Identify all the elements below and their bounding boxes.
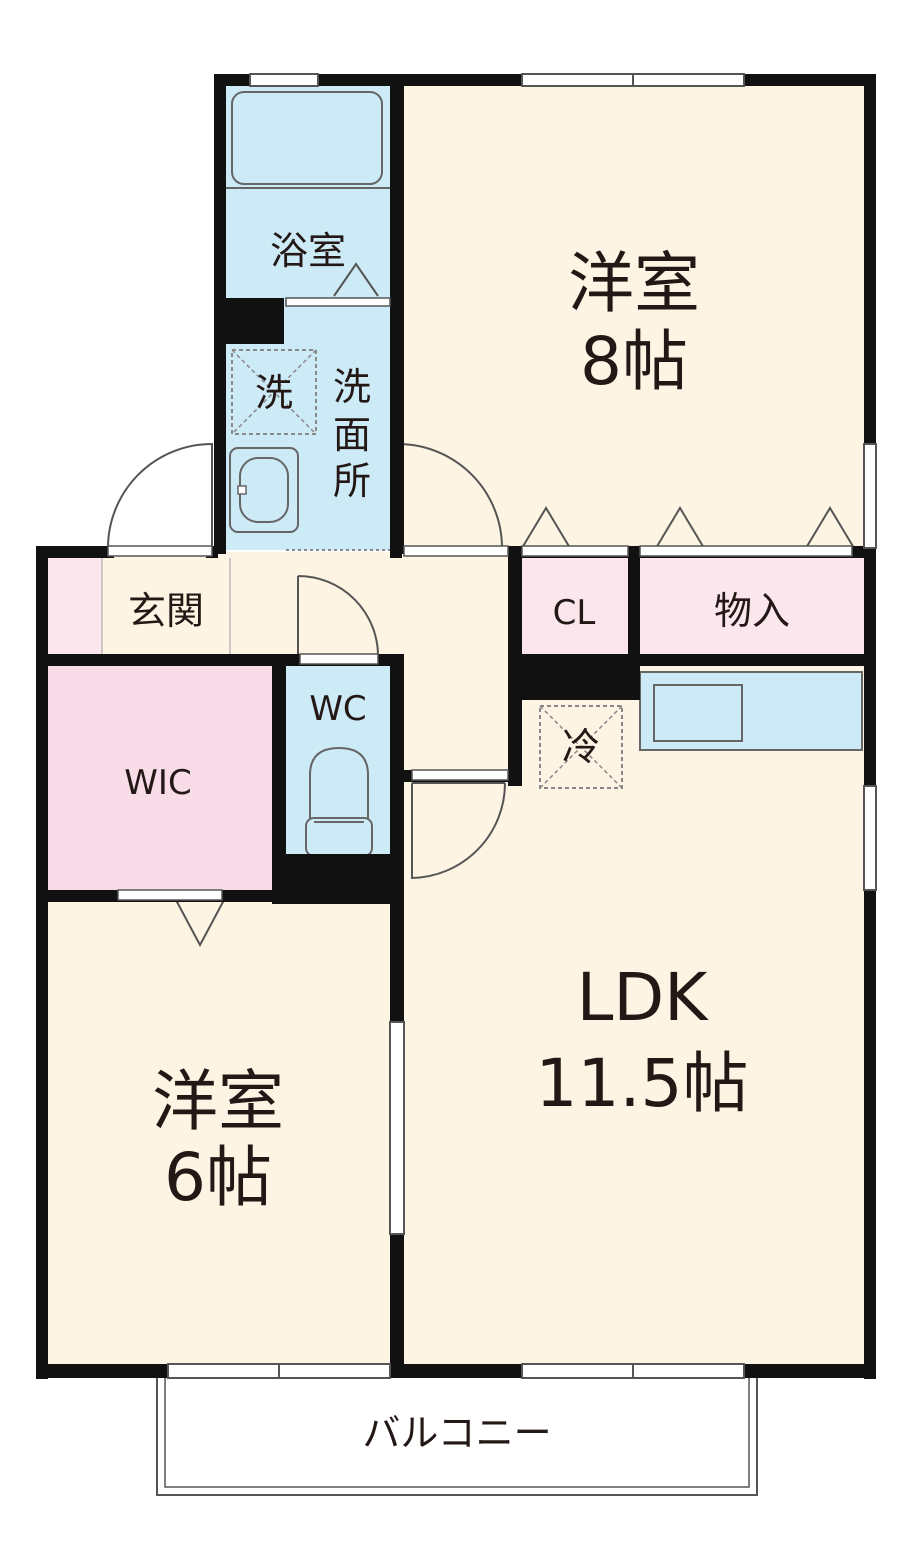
windows [167, 73, 877, 1379]
entrance-label: 玄関 [128, 589, 204, 633]
bathtub [231, 91, 383, 185]
washroom-label-3: 所 [333, 459, 371, 503]
door-swings [107, 262, 506, 880]
storage-floor [638, 552, 868, 662]
fridge-space [539, 705, 623, 789]
genkan-floor [42, 552, 102, 662]
closet-label: CL [553, 593, 596, 633]
balcony-label: バルコニー [362, 1411, 551, 1455]
bedroom-8-size: 8帖 [580, 323, 688, 400]
closet-door-marks [175, 506, 855, 948]
washroom-label-1: 洗 [333, 365, 371, 409]
ldk-name: LDK [577, 959, 710, 1036]
wic-label: WIC [124, 763, 191, 803]
wash-basin [229, 447, 299, 533]
bedroom-8-name: 洋室 [568, 245, 700, 322]
toilet [305, 746, 373, 857]
wic-floor [42, 662, 278, 897]
fridge-space-label: 冷 [562, 725, 600, 769]
storage-label: 物入 [714, 589, 790, 633]
kitchen-counter [639, 671, 863, 751]
bedroom-8-floor [398, 82, 868, 552]
washroom-label-2: 面 [333, 413, 371, 457]
bedroom-6-floor [42, 897, 394, 1370]
wc-label: WC [309, 689, 366, 729]
washer-space-label: 洗 [255, 371, 293, 415]
door-openings [107, 297, 853, 901]
sink-basin [653, 684, 743, 742]
washer-space [231, 349, 317, 435]
ldk-size: 11.5帖 [536, 1045, 749, 1122]
closet-floor [517, 552, 632, 662]
bath-label: 浴室 [270, 229, 346, 273]
bedroom-6-name: 洋室 [152, 1063, 284, 1140]
bedroom-6-size: 6帖 [164, 1139, 272, 1216]
